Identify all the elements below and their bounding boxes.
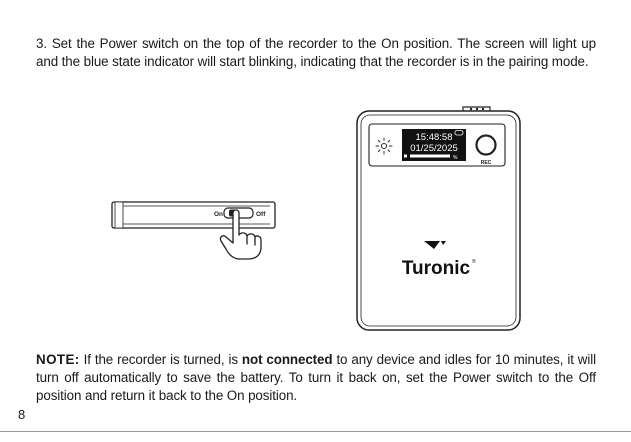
hand-icon [219,209,262,260]
step-text: Set the Power switch on the top of the r… [36,36,596,69]
power-switch-illustration: On Off [111,201,276,260]
page-number: 8 [18,407,26,422]
switch-off-label: Off [256,211,266,218]
step-number: 3. [36,36,47,51]
status-icon [454,130,464,136]
battery-percent: % [453,155,458,161]
note-text-part1: If the recorder is turned, is [83,352,238,367]
note-label: NOTE: [36,352,80,367]
screen-time: 15:48:58 [416,132,453,143]
turonic-logo-icon [424,241,446,249]
mic-icon [404,154,407,158]
screen-date: 01/25/2025 [410,143,458,154]
recorder-illustration: 15:48:58 01/25/2025 % REC Turonic ® [356,106,521,331]
bottom-rule [0,431,631,432]
blue-state-indicator-icon [375,137,393,155]
brand-trademark: ® [472,258,476,265]
rec-label: REC [481,160,492,166]
note-text-part2: to any device and idles for 10 minutes, … [36,352,597,403]
rec-button [475,134,497,156]
note-bold-text: not connected [241,352,333,367]
level-bar [410,154,450,158]
brand-name: Turonic [402,258,471,279]
note-paragraph: NOTE: If the recorder is turned, is not … [36,351,596,405]
switch-on-label: On [214,211,223,218]
step-paragraph: 3. Set the Power switch on the top of th… [36,35,596,71]
